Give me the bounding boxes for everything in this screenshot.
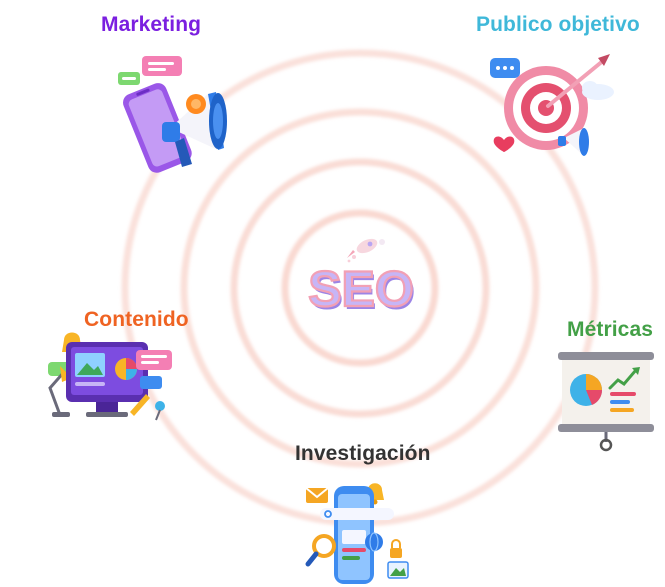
megaphone-phone-icon (118, 56, 227, 173)
label-publico-objetivo: Publico objetivo (476, 13, 640, 36)
monitor-content-icon (48, 332, 172, 421)
label-marketing: Marketing (101, 13, 202, 36)
ring-2 (230, 158, 490, 418)
seo-text: SEO (308, 261, 414, 317)
target-dart-icon (490, 54, 614, 156)
label-investigacion: Investigación (295, 442, 431, 465)
rocket-icon (347, 238, 385, 263)
phone-search-icon (305, 483, 409, 584)
ring-inner (281, 209, 439, 367)
seo-shadow: SEO (310, 264, 416, 317)
ring-3 (180, 108, 540, 468)
label-contenido: Contenido (84, 308, 189, 331)
presentation-board-chart-icon (558, 352, 654, 452)
label-metricas: Métricas (567, 318, 654, 341)
seo-logo: SEO SEO (307, 238, 416, 317)
